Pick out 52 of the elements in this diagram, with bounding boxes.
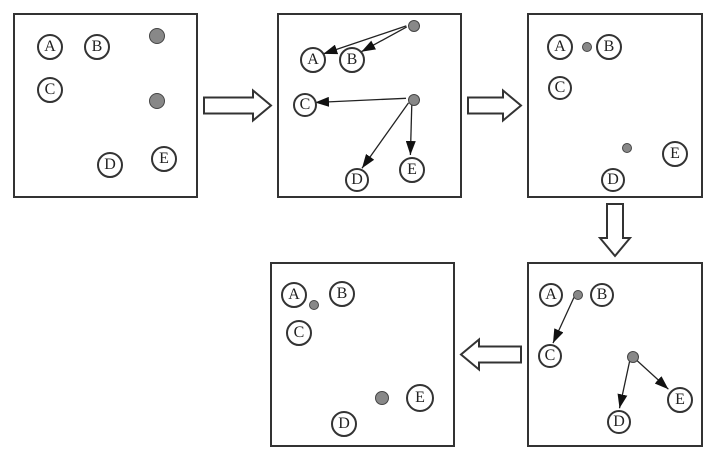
panel-frame bbox=[527, 262, 703, 447]
arrow bbox=[314, 96, 406, 107]
panel-frame bbox=[270, 262, 455, 447]
centroid-dot bbox=[573, 290, 583, 300]
arrow bbox=[552, 297, 574, 344]
arrow bbox=[618, 360, 630, 408]
arrow bbox=[406, 104, 416, 156]
data-point: D bbox=[97, 152, 123, 178]
centroid-dot bbox=[309, 300, 319, 310]
data-point: D bbox=[607, 410, 631, 434]
arrow bbox=[323, 25, 406, 55]
centroid-dot bbox=[408, 20, 420, 32]
panel-frame bbox=[527, 13, 703, 198]
data-point: A bbox=[300, 47, 326, 73]
data-point: B bbox=[84, 34, 110, 60]
centroid-dot bbox=[582, 42, 592, 52]
data-point: B bbox=[339, 47, 365, 73]
data-point: C bbox=[286, 320, 312, 346]
data-point: C bbox=[293, 93, 317, 117]
data-point: A bbox=[539, 283, 563, 307]
centroid-dot bbox=[149, 93, 165, 109]
centroid-dot bbox=[627, 351, 639, 363]
data-point: A bbox=[37, 34, 63, 60]
data-point: E bbox=[399, 157, 425, 183]
panel-frame bbox=[277, 13, 462, 198]
block-arrow bbox=[203, 88, 273, 123]
block-arrow bbox=[598, 203, 632, 258]
data-point: A bbox=[281, 282, 307, 308]
arrow bbox=[361, 26, 408, 52]
panel-frame bbox=[13, 13, 198, 198]
data-point: B bbox=[596, 34, 622, 60]
data-point: C bbox=[37, 77, 63, 103]
block-arrow bbox=[459, 337, 522, 372]
data-point: D bbox=[601, 168, 625, 192]
block-arrow bbox=[467, 88, 523, 123]
centroid-dot bbox=[149, 28, 165, 44]
arrow bbox=[634, 358, 669, 390]
data-point: E bbox=[151, 146, 177, 172]
data-point: E bbox=[662, 141, 688, 167]
data-point: D bbox=[345, 168, 369, 192]
data-point: B bbox=[590, 283, 614, 307]
data-point: C bbox=[538, 344, 562, 368]
arrow bbox=[361, 102, 410, 169]
centroid-dot bbox=[408, 94, 420, 106]
data-point: E bbox=[667, 387, 693, 413]
data-point: A bbox=[547, 34, 573, 60]
data-point: E bbox=[406, 384, 434, 412]
data-point: C bbox=[548, 76, 572, 100]
centroid-dot bbox=[622, 143, 632, 153]
data-point: B bbox=[329, 281, 355, 307]
centroid-dot bbox=[375, 391, 389, 405]
data-point: D bbox=[331, 411, 357, 437]
